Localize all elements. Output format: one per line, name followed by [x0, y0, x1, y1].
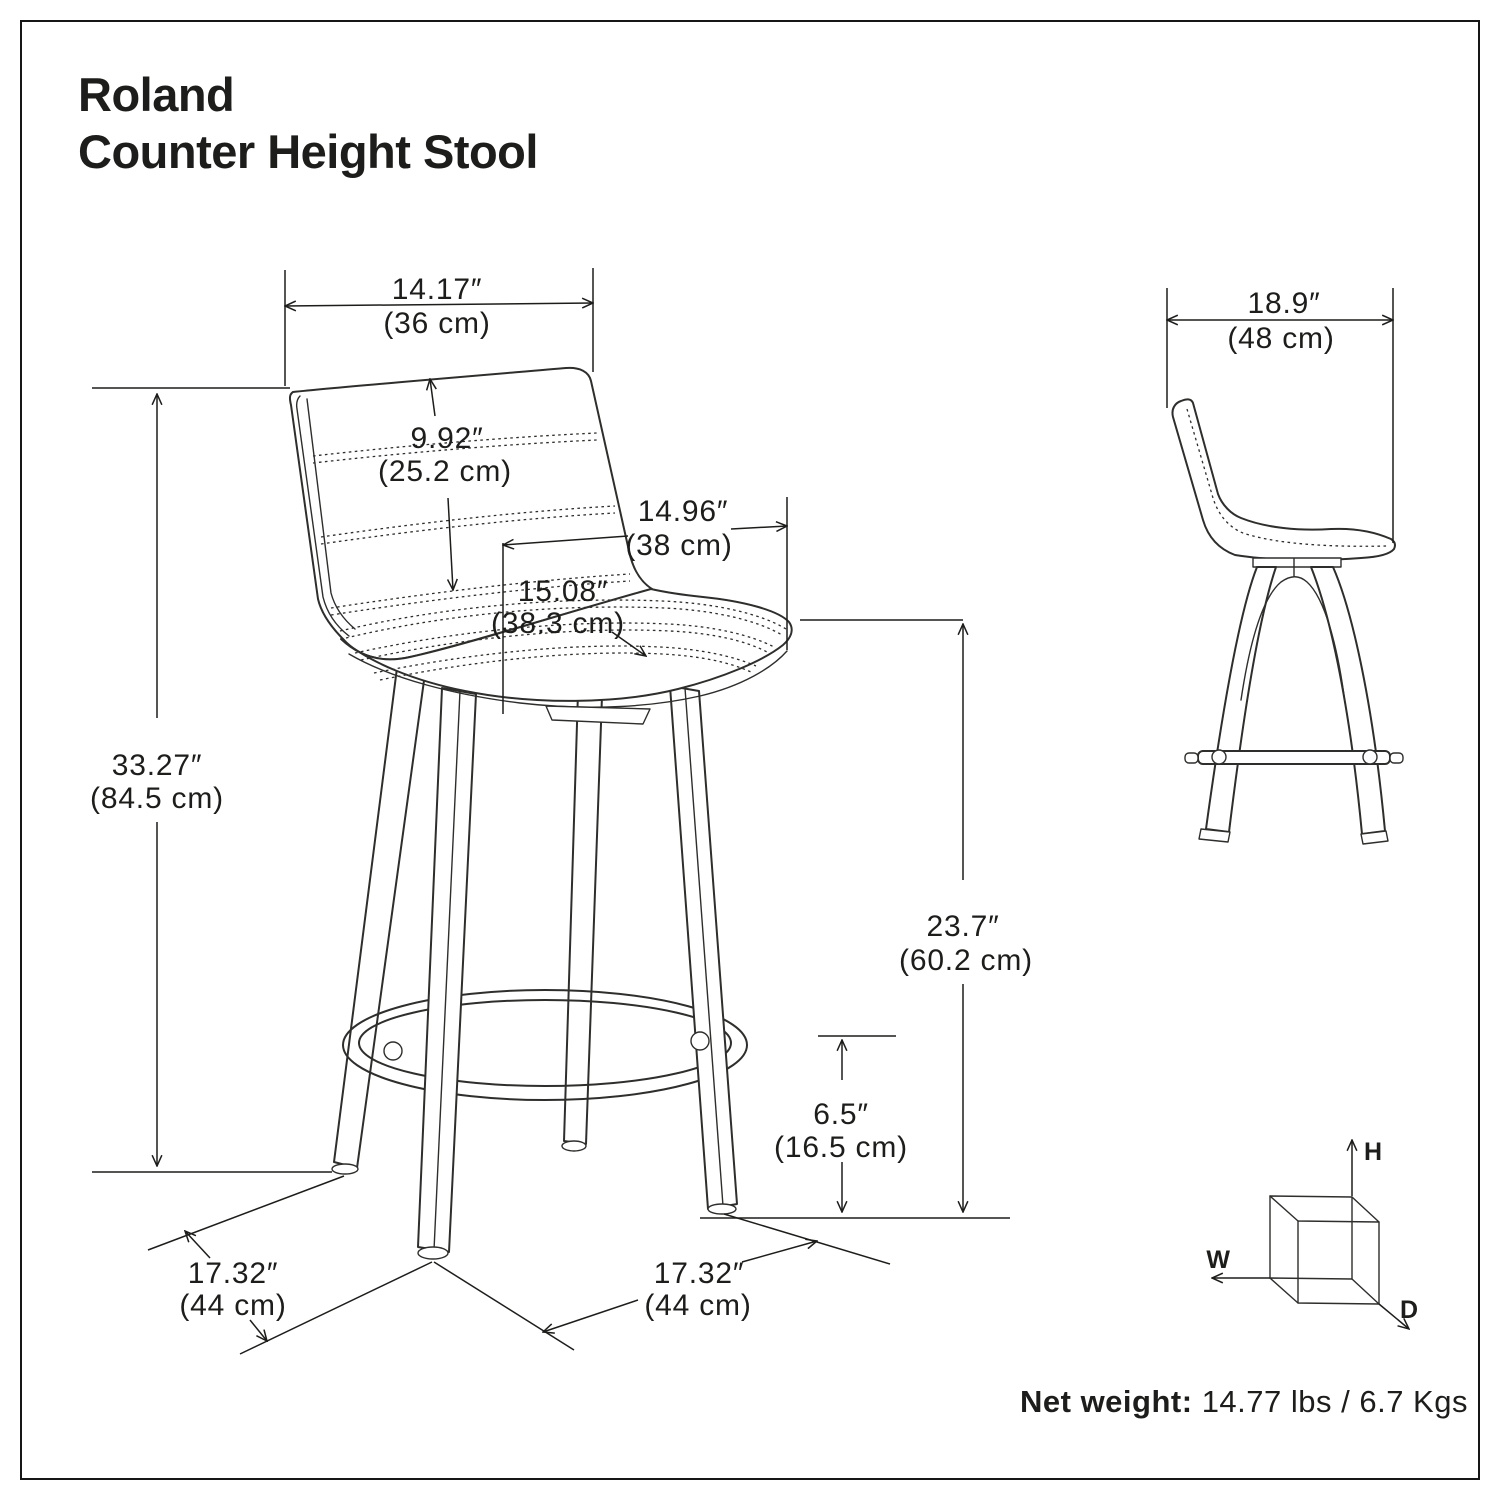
- foot-front: [417, 1246, 449, 1260]
- label-overall-height-cm: (84.5 cm): [90, 782, 224, 815]
- label-back-height-cm: (25.2 cm): [378, 455, 512, 488]
- depth-axis-arrow: [1378, 1303, 1409, 1329]
- label-back-height-in: 9.92″: [410, 422, 483, 455]
- dim-base-depth: 17.32″ (44 cm): [147, 1175, 433, 1355]
- dim-seat-width: 14.96″ (38 cm): [503, 495, 787, 714]
- seat-stitching: [339, 599, 787, 681]
- label-overall-height-in: 33.27″: [112, 749, 203, 782]
- label-back-width-in: 14.17″: [392, 273, 483, 306]
- width-axis-label: W: [1206, 1246, 1230, 1274]
- label-base-width-in: 17.32″: [654, 1257, 745, 1290]
- height-axis-label: H: [1364, 1138, 1382, 1166]
- label-overall-depth-cm: (48 cm): [1227, 322, 1334, 355]
- orientation-cube: H W D: [1206, 1138, 1418, 1329]
- label-footrest-height-cm: (16.5 cm): [774, 1131, 908, 1164]
- dim-footrest-height: 6.5″ (16.5 cm): [700, 1035, 1010, 1219]
- label-seat-depth-in: 15.08″: [518, 575, 609, 608]
- leg-right-edge: [684, 687, 724, 1207]
- side-foot-front: [1198, 828, 1231, 843]
- label-seat-depth-cm: (38.3 cm): [491, 607, 625, 640]
- label-base-depth-cm: (44 cm): [179, 1289, 286, 1322]
- leg-back-left: [333, 659, 427, 1169]
- label-footrest-height-in: 6.5″: [813, 1098, 869, 1131]
- dim-base-width: 17.32″ (44 cm): [433, 1213, 891, 1351]
- side-footrest-nub-right: [1389, 752, 1404, 764]
- side-footrest-nub-left: [1184, 752, 1199, 764]
- label-base-width-cm: (44 cm): [644, 1289, 751, 1322]
- side-bolt-right: [1362, 749, 1378, 765]
- cube-wireframe: [1269, 1195, 1380, 1305]
- depth-axis-label: D: [1400, 1296, 1418, 1324]
- product-title-line2: Counter Height Stool: [78, 125, 538, 179]
- label-seat-height-in: 23.7″: [926, 910, 999, 943]
- net-weight-label: Net weight:: [1020, 1384, 1193, 1419]
- label-back-width-cm: (36 cm): [383, 307, 490, 340]
- ring-bolt-right: [690, 1031, 710, 1051]
- swivel-plate: [545, 705, 651, 725]
- side-view-stool: [1171, 398, 1404, 845]
- net-weight-value: 14.77 lbs / 6.7 Kgs: [1201, 1384, 1468, 1419]
- dim-back-height: 9.92″ (25.2 cm): [378, 379, 512, 590]
- backrest-piping: [295, 395, 350, 637]
- leg-back-right: [563, 691, 603, 1145]
- footrest-ring: [342, 989, 748, 1101]
- foot-right: [707, 1203, 737, 1215]
- seat: [340, 588, 793, 702]
- label-seat-height-cm: (60.2 cm): [899, 944, 1033, 977]
- dim-seat-height: 23.7″ (60.2 cm): [800, 619, 1033, 1212]
- foot-back-right: [561, 1140, 587, 1152]
- dim-overall-depth: 18.9″ (48 cm): [1167, 287, 1393, 543]
- ring-bolt-left: [383, 1041, 403, 1061]
- side-bolt-left: [1211, 749, 1227, 765]
- dim-seat-depth: 15.08″ (38.3 cm): [491, 575, 646, 656]
- label-seat-width-cm: (38 cm): [625, 529, 732, 562]
- main-view-stool: [288, 366, 793, 1260]
- label-seat-width-in: 14.96″: [638, 495, 729, 528]
- dim-overall-height: 33.27″ (84.5 cm): [90, 387, 332, 1173]
- net-weight: Net weight: 14.77 lbs / 6.7 Kgs: [1020, 1384, 1468, 1420]
- backrest-stitching: [312, 432, 631, 616]
- side-swivel-plate: [1252, 557, 1342, 568]
- label-overall-depth-in: 18.9″: [1247, 287, 1320, 320]
- side-foot-back: [1360, 830, 1389, 845]
- side-leg-arch: [1240, 576, 1346, 704]
- product-title-line1: Roland: [78, 68, 235, 121]
- dim-back-width: 14.17″ (36 cm): [285, 268, 593, 386]
- side-stitching: [1186, 408, 1388, 547]
- foot-back-left: [331, 1163, 359, 1175]
- label-base-depth-in: 17.32″: [188, 1257, 279, 1290]
- side-footrest-bar: [1197, 750, 1391, 765]
- leg-front-edge: [433, 690, 461, 1251]
- backrest-piping-2: [306, 398, 356, 630]
- side-seat-back-band: [1171, 398, 1396, 561]
- product-title: Roland Counter Height Stool: [78, 66, 538, 181]
